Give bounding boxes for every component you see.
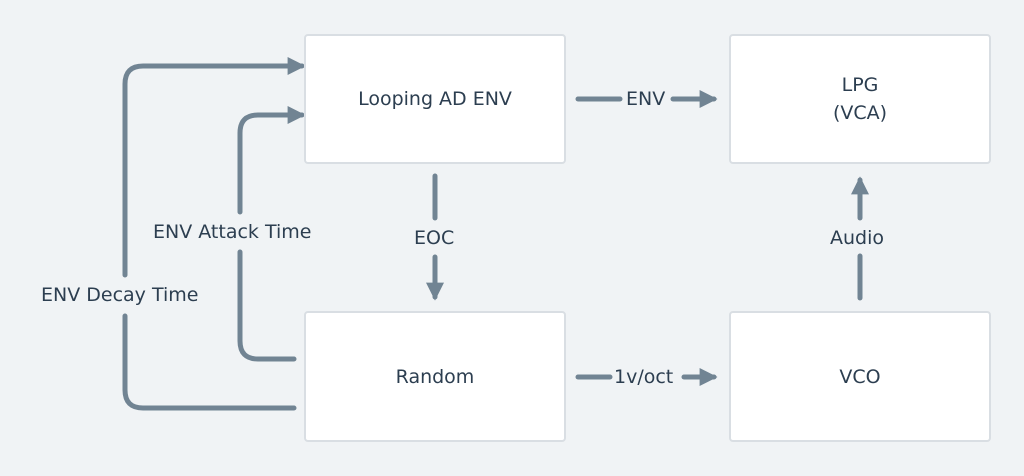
eoc-connection-label: EOC <box>414 227 455 249</box>
decay-cable-upper <box>122 57 306 278</box>
vca-label: (VCA) <box>832 102 888 124</box>
lpg-label: LPG <box>841 74 879 96</box>
decay-cable-lower <box>122 313 297 411</box>
env-connection-label: ENV <box>626 88 666 110</box>
attack-cable-upper <box>237 106 306 215</box>
pitch-connection-label: 1v/oct <box>614 366 674 388</box>
vco-module: VCO <box>729 311 991 442</box>
random-module: Random <box>304 311 566 442</box>
vco-label: VCO <box>839 365 881 388</box>
looping-ad-env-module: Looping AD ENV <box>304 34 566 164</box>
attack-time-connection-label: ENV Attack Time <box>153 221 312 243</box>
decay-time-connection-label: ENV Decay Time <box>41 284 199 306</box>
attack-cable-lower <box>237 249 297 362</box>
random-label: Random <box>395 365 475 388</box>
lpg-module: LPG (VCA) <box>729 34 991 164</box>
audio-connection-label: Audio <box>830 227 885 249</box>
looping-ad-env-label: Looping AD ENV <box>358 88 512 110</box>
